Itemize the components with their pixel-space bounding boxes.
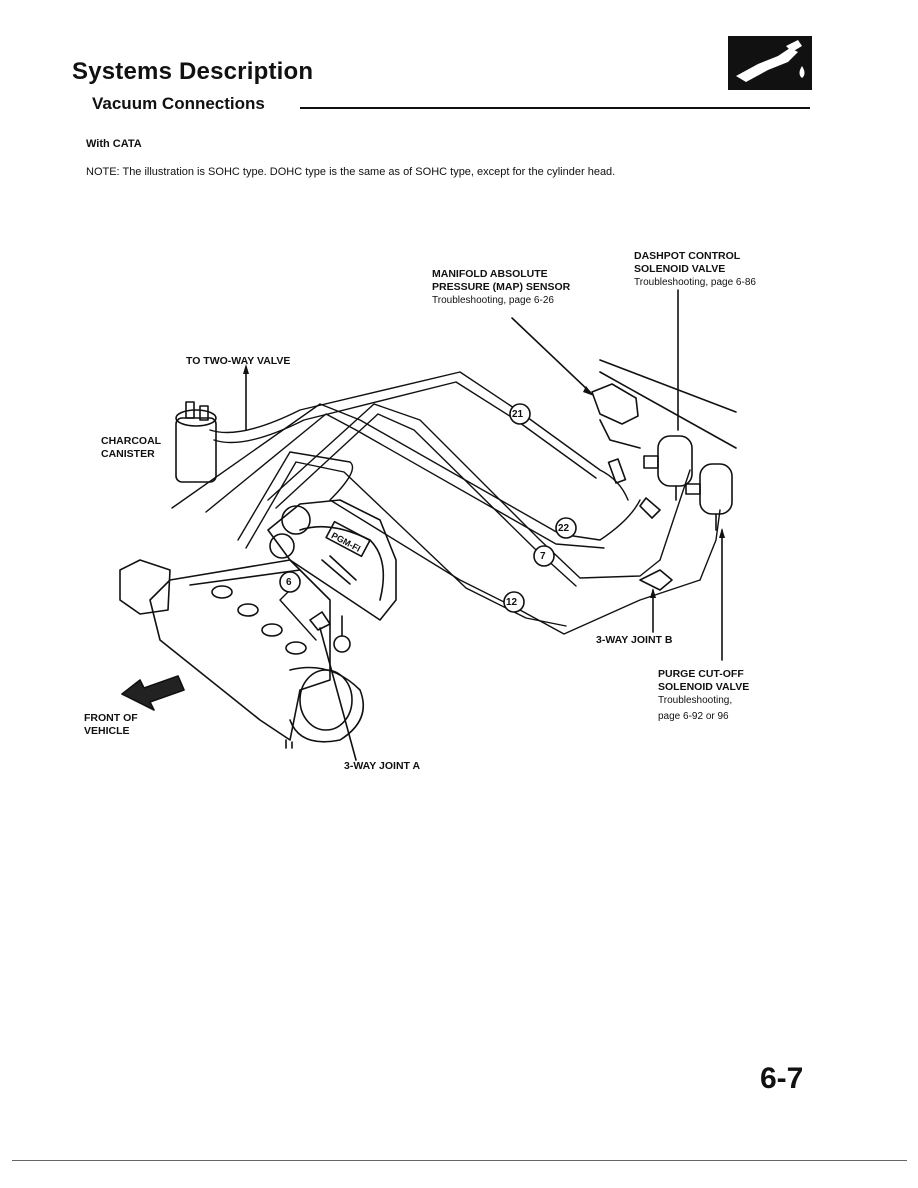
canister-line-1: CHARCOAL: [101, 435, 162, 447]
map-troubleshooting-ref: Troubleshooting, page 6-26: [432, 295, 554, 306]
purge-ref-line-2: page 6-92 or 96: [658, 711, 729, 722]
fuel-nozzle-icon: [728, 36, 812, 90]
section-title: Vacuum Connections: [92, 94, 265, 113]
charcoal-canister-label: CHARCOAL CANISTER: [101, 435, 161, 461]
hose-number-7: 7: [540, 551, 546, 562]
hose-number-12: 12: [506, 597, 518, 608]
front-line-2: VEHICLE: [84, 725, 130, 737]
map-title-line-1: MANIFOLD ABSOLUTE: [432, 268, 548, 280]
map-title-line-2: PRESSURE (MAP) SENSOR: [432, 281, 571, 293]
section-divider: [300, 107, 810, 109]
purge-valve-label: PURGE CUT-OFF SOLENOID VALVE Troubleshoo…: [658, 668, 749, 723]
purge-ref-line-1: Troubleshooting,: [658, 695, 733, 706]
dashpot-valve-label: DASHPOT CONTROL SOLENOID VALVE Troublesh…: [634, 250, 756, 289]
three-way-joint-a-label: 3-WAY JOINT A: [344, 760, 421, 772]
hose-number-21: 21: [512, 409, 524, 420]
front-of-vehicle-label: FRONT OF VEHICLE: [84, 712, 138, 738]
canister-line-2: CANISTER: [101, 448, 155, 460]
front-line-1: FRONT OF: [84, 712, 138, 724]
note-text: NOTE: The illustration is SOHC type. DOH…: [86, 166, 616, 178]
page-title: Systems Description: [72, 58, 314, 85]
dashpot-troubleshooting-ref: Troubleshooting, page 6-86: [634, 277, 756, 288]
two-way-valve-label: TO TWO-WAY VALVE: [186, 355, 291, 367]
three-way-joint-b-label: 3-WAY JOINT B: [596, 634, 673, 646]
hose-number-22: 22: [558, 523, 570, 534]
dashpot-title-line-1: DASHPOT CONTROL: [634, 250, 741, 262]
footer-divider: [12, 1160, 907, 1161]
map-sensor-label: MANIFOLD ABSOLUTE PRESSURE (MAP) SENSOR …: [432, 268, 570, 307]
subheading: With CATA: [86, 138, 142, 150]
dashpot-title-line-2: SOLENOID VALVE: [634, 263, 726, 275]
page-number: 6-7: [760, 1062, 804, 1095]
purge-title-line-2: SOLENOID VALVE: [658, 681, 750, 693]
hose-number-6: 6: [286, 577, 292, 588]
purge-title-line-1: PURGE CUT-OFF: [658, 668, 744, 680]
